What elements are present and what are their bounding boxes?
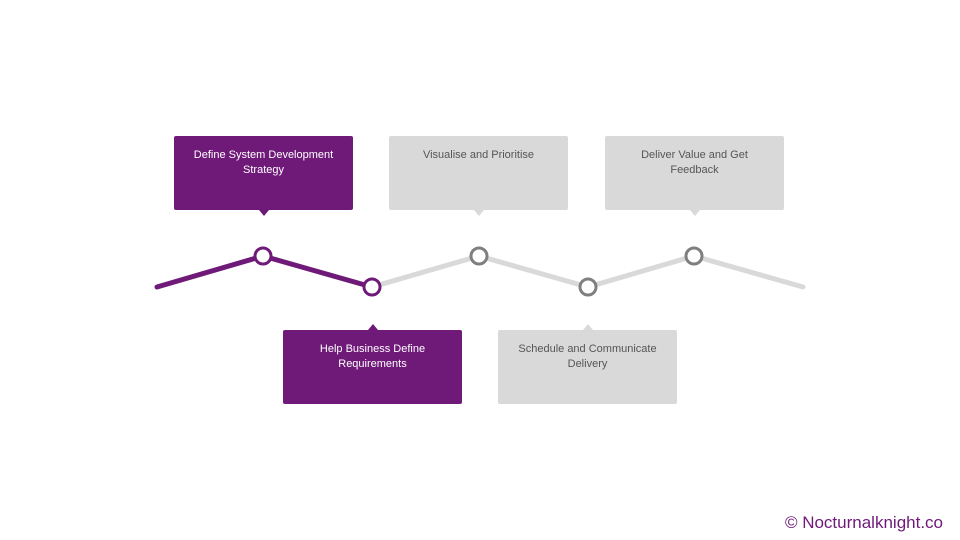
step-label: Schedule and Communicate Delivery	[518, 343, 657, 370]
timeline-segment-2-3	[369, 253, 482, 290]
step-label: Deliver Value and Get Feedback	[641, 149, 748, 176]
step-box-visualise-prioritise: Visualise and Prioritise	[389, 136, 568, 216]
copyright-text: © Nocturnalknight.co	[784, 513, 943, 532]
timeline-node-5	[684, 246, 704, 266]
timeline-node-4	[578, 277, 598, 297]
timeline-node-1	[253, 246, 273, 266]
timeline-segment-3-4	[476, 253, 591, 290]
step-label: Define System Development Strategy	[193, 149, 334, 176]
step-label: Help Business Define Requirements	[319, 343, 426, 370]
timeline-segment-end	[691, 253, 806, 290]
callout-pointer	[367, 324, 378, 330]
callout-pointer	[258, 210, 269, 216]
callout-pointer	[582, 324, 593, 330]
timeline-segment-4-5	[585, 253, 697, 290]
step-box-business-requirements: Help Business Define Requirements	[283, 324, 462, 404]
callout-pointer	[689, 210, 700, 216]
step-box-define-strategy: Define System Development Strategy	[174, 136, 353, 216]
step-box-schedule-delivery: Schedule and Communicate Delivery	[498, 324, 677, 404]
step-label: Visualise and Prioritise	[422, 149, 535, 161]
step-box-deliver-feedback: Deliver Value and Get Feedback	[605, 136, 784, 216]
timeline-node-2	[362, 277, 382, 297]
callout-pointer	[473, 210, 484, 216]
timeline-node-3	[469, 246, 489, 266]
timeline-segment-start	[154, 253, 266, 290]
timeline-segment-1-2	[260, 253, 375, 290]
